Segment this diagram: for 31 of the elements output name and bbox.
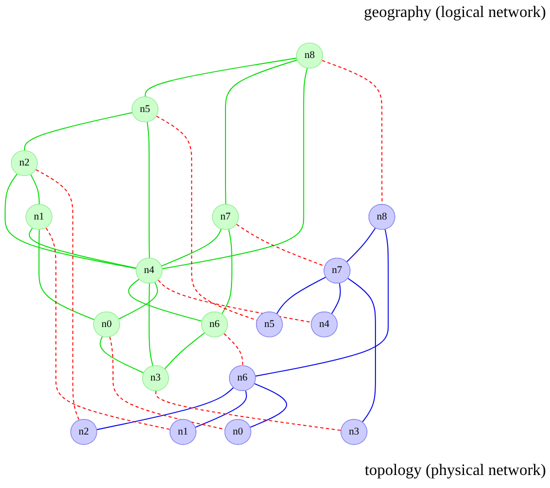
connector (224, 333, 244, 367)
connector (162, 68, 308, 270)
connector (36, 170, 80, 422)
connector (155, 390, 342, 432)
connector (4, 174, 138, 270)
connector (28, 228, 138, 269)
connector (148, 283, 154, 367)
connector (347, 278, 376, 423)
connector (144, 58, 298, 98)
caption-text: geography (logical network) (364, 4, 546, 22)
connector (221, 229, 232, 315)
connector (346, 228, 376, 263)
connector (96, 387, 234, 430)
connector (250, 383, 288, 428)
connector (38, 229, 96, 321)
connector (194, 390, 247, 428)
connector (164, 332, 206, 370)
connector (100, 336, 144, 374)
connector (128, 278, 203, 322)
connector (24, 112, 134, 152)
connector (46, 228, 172, 430)
connector (161, 228, 222, 267)
connector (158, 280, 312, 324)
connector (255, 229, 389, 377)
connector (225, 60, 298, 206)
connector (276, 276, 326, 315)
connector (331, 283, 341, 315)
connector (118, 282, 158, 320)
caption-text: topology (physical network) (364, 462, 546, 480)
connector (30, 174, 40, 206)
connector (146, 122, 150, 260)
